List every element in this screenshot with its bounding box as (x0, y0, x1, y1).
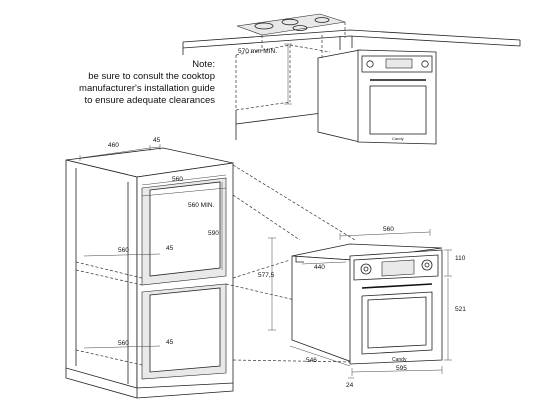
oven-width-label: 595 (396, 365, 407, 372)
oven-side-depth-dim (301, 261, 347, 265)
oven-side-depth-label: 440 (314, 264, 325, 271)
oven-depth-dim (289, 345, 351, 367)
oven-large: Candy (291, 243, 443, 365)
burner-3 (292, 25, 308, 31)
countertop-edge (182, 29, 521, 43)
cooktop-recess (261, 22, 346, 48)
oven-small: Candy (317, 36, 437, 145)
cabinet-inner-left (75, 168, 129, 384)
note-title: Note: (192, 59, 215, 70)
oven-small-front (357, 49, 437, 145)
oven-window (361, 291, 433, 355)
min-width-dim (141, 187, 227, 197)
oven-knob-right (421, 259, 433, 271)
cabinet-inner-width-label: 560 (172, 176, 183, 183)
oven-knob-left (360, 263, 372, 275)
cabinet-depth-label: 460 (108, 142, 119, 149)
burner-1 (254, 22, 274, 30)
oven-dimensions: 560 440 110 521 546 595 24 (289, 226, 466, 389)
oven-width-dim (351, 366, 443, 376)
niche-total-height-dim (268, 237, 276, 331)
projection-low-2 (225, 283, 296, 301)
oven-panel-height-label: 110 (455, 255, 466, 262)
oven-depth-label: 546 (306, 357, 317, 364)
niche-height-label: 590 (208, 230, 219, 237)
top-detail: 570 mm MIN. Candy (182, 13, 521, 145)
oven-control-panel (353, 254, 439, 281)
projection-top (232, 164, 356, 241)
shelf-width-dim (83, 253, 161, 257)
cabinet-base-shelf (75, 349, 143, 366)
projection-base (232, 359, 356, 363)
oven-door-height-dim (444, 278, 452, 361)
oven-panel-height-dim (444, 249, 452, 277)
base-width-dim (83, 345, 161, 349)
inner-width-dim (141, 174, 227, 186)
offset-dim-line (149, 144, 161, 150)
oven-display (381, 259, 415, 277)
oven-small-knob-right (421, 60, 429, 68)
oven-top-width-label: 560 (383, 226, 394, 233)
oven-knob-left-center (363, 266, 369, 272)
cabinet-lower-inner (149, 287, 221, 373)
burner-2 (281, 18, 299, 26)
shelf-width-label: 560 (118, 247, 129, 254)
lower-wall (235, 110, 331, 140)
countertop-front (182, 35, 521, 49)
oven-top-width-dim (339, 229, 431, 240)
oven-small-brand: Candy (392, 136, 404, 141)
oven-front (349, 249, 443, 365)
oven-mount-tab (295, 256, 304, 263)
oven-small-window (369, 85, 427, 135)
shelf-offset-label: 45 (166, 245, 174, 252)
oven-small-knob-left (366, 60, 374, 68)
projection-lines (225, 164, 356, 363)
top-niche-back (289, 44, 331, 53)
oven-window-inner (367, 296, 427, 349)
top-clearance-label: 570 mm MIN. (238, 48, 277, 55)
base-offset-label: 45 (166, 339, 174, 346)
niche-total-height-label: 577,5 (258, 272, 275, 279)
cabinet-niche-inner (149, 181, 221, 277)
oven-small-vent (339, 36, 353, 50)
oven-door-thickness-label: 24 (346, 382, 354, 389)
cabinet-shelf (75, 261, 143, 286)
cabinet-offset-label: 45 (153, 137, 161, 144)
oven-door-height-label: 521 (455, 306, 466, 313)
clearance-arrow (284, 43, 292, 105)
projection-mid (232, 194, 301, 241)
base-width-label: 560 (118, 340, 129, 347)
burner-4 (314, 17, 330, 23)
cabinet-min-width-label: 560 MIN. (188, 202, 215, 209)
oven-handle (361, 283, 433, 289)
oven-knob-right-center (424, 262, 430, 268)
oven-small-display (385, 58, 413, 69)
top-niche (235, 44, 291, 111)
cabinet: 460 45 560 560 MIN. 590 560 45 560 45 (65, 137, 234, 399)
note-line-1: be sure to consult the cooktop (88, 71, 215, 82)
oven-side (291, 255, 353, 363)
oven-small-side (317, 49, 361, 143)
note-line-3: to ensure adequate clearances (85, 95, 216, 106)
note-block: Note: be sure to consult the cooktop man… (79, 59, 215, 106)
note-line-2: manufacturer's installation guide (79, 83, 215, 94)
oven-large-brand: Candy (392, 357, 407, 363)
oven-small-panel (361, 55, 433, 73)
